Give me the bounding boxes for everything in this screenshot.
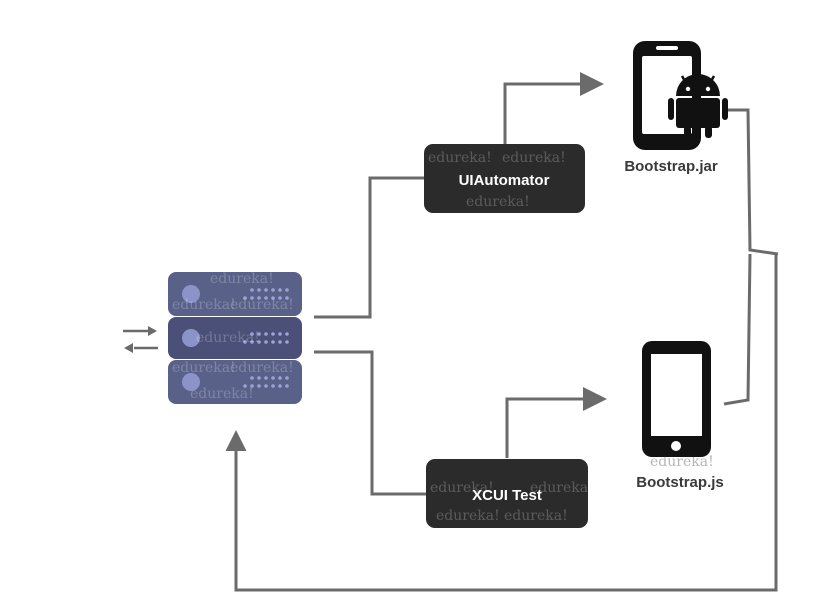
server-vent-dots — [243, 288, 289, 388]
watermark-text: edureka! — [436, 508, 500, 524]
android-phone-icon: Bootstrap.jar — [624, 41, 728, 175]
watermark-text: edureka! — [210, 271, 274, 287]
connector-devices-to-server — [225, 254, 778, 592]
connector-uiautomator-to-android — [503, 72, 604, 145]
bracket-device-return — [723, 108, 779, 406]
watermark-text: edureka! — [504, 508, 568, 524]
watermark-text: edureka! — [466, 194, 530, 210]
server-unit-middle — [168, 317, 302, 359]
uiautomator-box: edureka! edureka! edureka! UIAutomator — [424, 144, 585, 213]
android-device-label: Bootstrap.jar — [624, 158, 718, 175]
watermark-text: edureka! — [650, 454, 714, 470]
watermark-text: edureka! — [190, 386, 254, 402]
watermark-text: edureka! — [172, 360, 236, 376]
uiautomator-label: UIAutomator — [459, 172, 550, 189]
watermark-text: edureka! — [230, 360, 294, 376]
server-stack-icon: edureka! edureka! edureka! edureka! edur… — [168, 271, 302, 404]
ios-device-label: Bootstrap.js — [636, 474, 724, 491]
server-led — [182, 285, 200, 303]
connector-server-to-xcuitest — [314, 350, 428, 496]
watermark-text: edureka! — [172, 297, 236, 313]
watermark-text: edureka! — [502, 150, 566, 166]
server-led — [182, 329, 200, 347]
bidirectional-arrows-icon — [123, 326, 158, 353]
connector-lines — [225, 72, 779, 592]
watermark-text: edureka! — [230, 297, 294, 313]
server-led — [182, 373, 200, 391]
server-unit-top — [168, 272, 302, 316]
android-robot-icon — [668, 74, 728, 138]
watermark-text: edureka! — [430, 480, 494, 496]
smartphone-icon: edureka! Bootstrap.js — [636, 341, 724, 491]
watermark-text: edureka! — [530, 480, 594, 496]
watermark-text: edureka! — [428, 150, 492, 166]
connector-server-to-uiautomator — [314, 176, 425, 319]
xcuitest-label: XCUI Test — [472, 487, 542, 504]
xcuitest-box: edureka! edureka! edureka! edureka! XCUI… — [426, 459, 594, 528]
watermark-text: edureka! — [196, 330, 260, 346]
connector-xcuitest-to-ios — [505, 387, 607, 458]
server-unit-bottom — [168, 360, 302, 404]
